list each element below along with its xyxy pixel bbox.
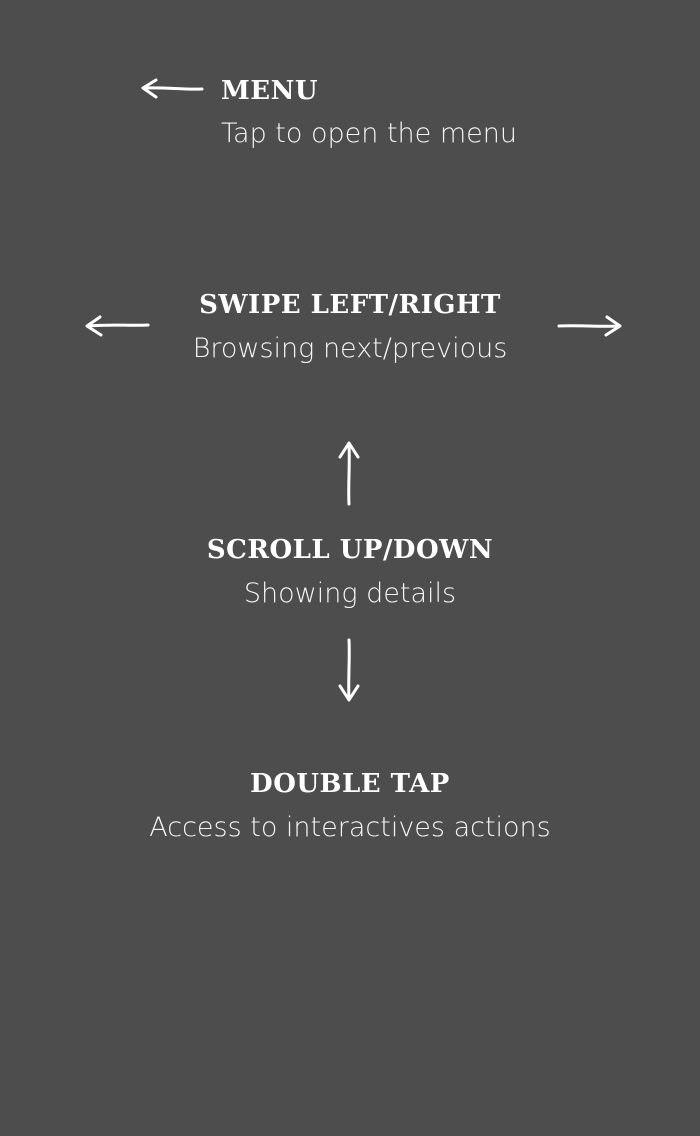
double-tap-title: DOUBLE TAP: [250, 769, 450, 799]
swipe-title: SWIPE LEFT/RIGHT: [199, 290, 501, 320]
arrow-up-icon: [338, 441, 360, 506]
arrow-left-icon: [85, 315, 150, 337]
arrow-right-icon: [557, 315, 622, 337]
arrow-left-icon: [141, 78, 204, 99]
double-tap-description: Access to interactives actions: [149, 812, 551, 843]
menu-description: Tap to open the menu: [221, 118, 517, 149]
scroll-description: Showing details: [243, 578, 457, 609]
arrow-down-icon: [338, 638, 360, 702]
swipe-description: Browsing next/previous: [192, 333, 508, 364]
scroll-title: SCROLL UP/DOWN: [206, 535, 494, 565]
menu-title: MENU: [221, 76, 319, 106]
